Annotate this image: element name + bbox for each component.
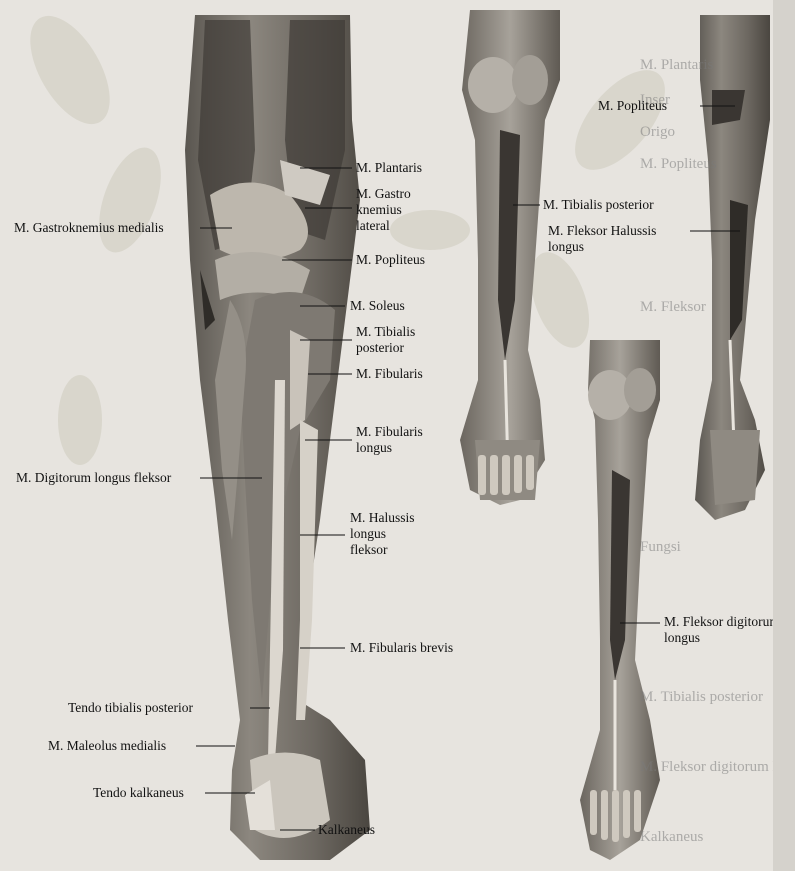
- label-fleksor-halussis-line1: M. Fleksor Halussis: [548, 223, 656, 239]
- label-fleksor-digitorum-longus: M. Fleksor digitorum longus: [664, 614, 773, 646]
- label-gastroknemius-medialis: M. Gastroknemius medialis: [14, 220, 164, 236]
- label-digitorum-longus-fleksor: M. Digitorum longus fleksor: [16, 470, 171, 486]
- page-edge-shadow: [773, 0, 795, 871]
- posterior-leg-figure: [185, 15, 370, 860]
- label-fibularis-longus: M. Fibularis longus: [356, 424, 423, 456]
- label-gastro-lateral-line1: M. Gastro: [356, 186, 411, 202]
- background-text-5: M. Fleksor: [640, 300, 790, 315]
- background-text-3: Origo: [640, 125, 790, 140]
- label-kalkaneus: Kalkaneus: [318, 822, 375, 838]
- label-tibialis-posterior-middle: M. Tibialis posterior: [543, 197, 654, 213]
- label-gastro-lateral: M. Gastro knemius lateral: [356, 186, 411, 234]
- label-tibialis-posterior-left-line1: M. Tibialis: [356, 324, 415, 340]
- label-tendo-tibialis-posterior: Tendo tibialis posterior: [68, 700, 193, 716]
- label-fleksor-halussis-line2: longus: [548, 239, 656, 255]
- background-text-7: M. Tibialis posterior: [640, 690, 790, 705]
- label-fibularis-longus-line1: M. Fibularis: [356, 424, 423, 440]
- background-text-9: Kalkaneus: [640, 830, 790, 845]
- label-popliteus-left: M. Popliteus: [356, 252, 425, 268]
- label-fleksor-digitorum-line2: longus: [664, 630, 773, 646]
- label-halussis-longus-fleksor: M. Halussis longus fleksor: [350, 510, 415, 558]
- label-gastro-lateral-line2: knemius: [356, 202, 411, 218]
- label-maleolus-medialis: M. Maleolus medialis: [48, 738, 166, 754]
- label-fleksor-halussis-longus: M. Fleksor Halussis longus: [548, 223, 656, 255]
- label-tendo-kalkaneus: Tendo kalkaneus: [93, 785, 184, 801]
- label-popliteus-right: M. Popliteus: [598, 98, 667, 114]
- label-halussis-line3: fleksor: [350, 542, 415, 558]
- label-soleus: M. Soleus: [350, 298, 405, 314]
- label-fibularis-brevis: M. Fibularis brevis: [350, 640, 453, 656]
- label-tibialis-posterior-left: M. Tibialis posterior: [356, 324, 415, 356]
- label-fibularis-longus-line2: longus: [356, 440, 423, 456]
- label-gastro-lateral-line3: lateral: [356, 218, 411, 234]
- background-text-4: M. Popliteus: [640, 157, 790, 172]
- background-text-6: Fungsi: [640, 540, 790, 555]
- fleksor-digitorum-figure: [580, 340, 660, 860]
- label-plantaris: M. Plantaris: [356, 160, 422, 176]
- label-halussis-line2: longus: [350, 526, 415, 542]
- background-text-1: M. Plantaris: [640, 58, 790, 73]
- background-text-8: M. Fleksor digitorum longus: [640, 760, 790, 775]
- label-fleksor-digitorum-line1: M. Fleksor digitorum: [664, 614, 773, 630]
- label-halussis-line1: M. Halussis: [350, 510, 415, 526]
- label-tibialis-posterior-left-line2: posterior: [356, 340, 415, 356]
- popliteus-figure: [695, 15, 770, 520]
- label-fibularis: M. Fibularis: [356, 366, 423, 382]
